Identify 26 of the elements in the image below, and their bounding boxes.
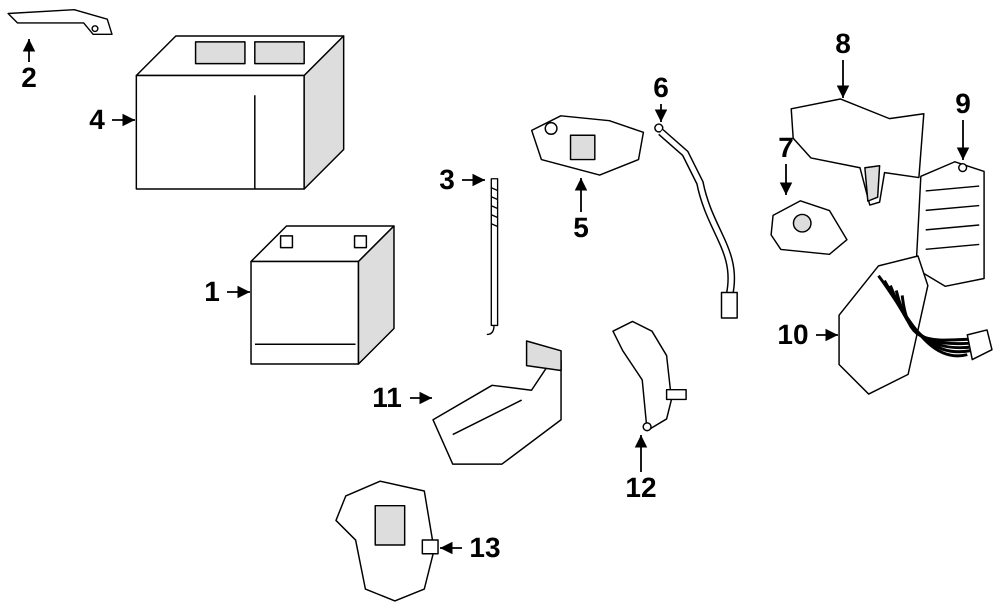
callout-number: 9 <box>948 88 978 120</box>
leader-line <box>956 120 970 160</box>
callout-number: 13 <box>462 532 508 564</box>
leader-line <box>836 60 850 98</box>
leader-line <box>816 328 838 342</box>
callout-number: 12 <box>618 472 664 504</box>
callout-number: 8 <box>828 28 858 60</box>
callout-number: 1 <box>197 276 227 308</box>
leader-line <box>462 174 485 186</box>
callout-number: 4 <box>82 104 112 136</box>
callout-number: 11 <box>364 382 410 414</box>
callout-number: 10 <box>770 319 816 351</box>
leader-line <box>112 114 135 126</box>
leader-line <box>654 104 668 122</box>
leader-line <box>410 392 432 404</box>
callout-number: 5 <box>566 212 596 244</box>
leader-line <box>634 435 648 472</box>
callout-number: 6 <box>646 72 676 104</box>
leader-line <box>227 286 250 298</box>
callout-number: 3 <box>432 164 462 196</box>
leader-line <box>440 542 462 554</box>
callout-number: 2 <box>14 62 44 94</box>
leader-line <box>780 164 792 195</box>
leader-line <box>574 178 588 212</box>
callout-number: 7 <box>771 132 801 164</box>
leader-line <box>22 39 36 62</box>
